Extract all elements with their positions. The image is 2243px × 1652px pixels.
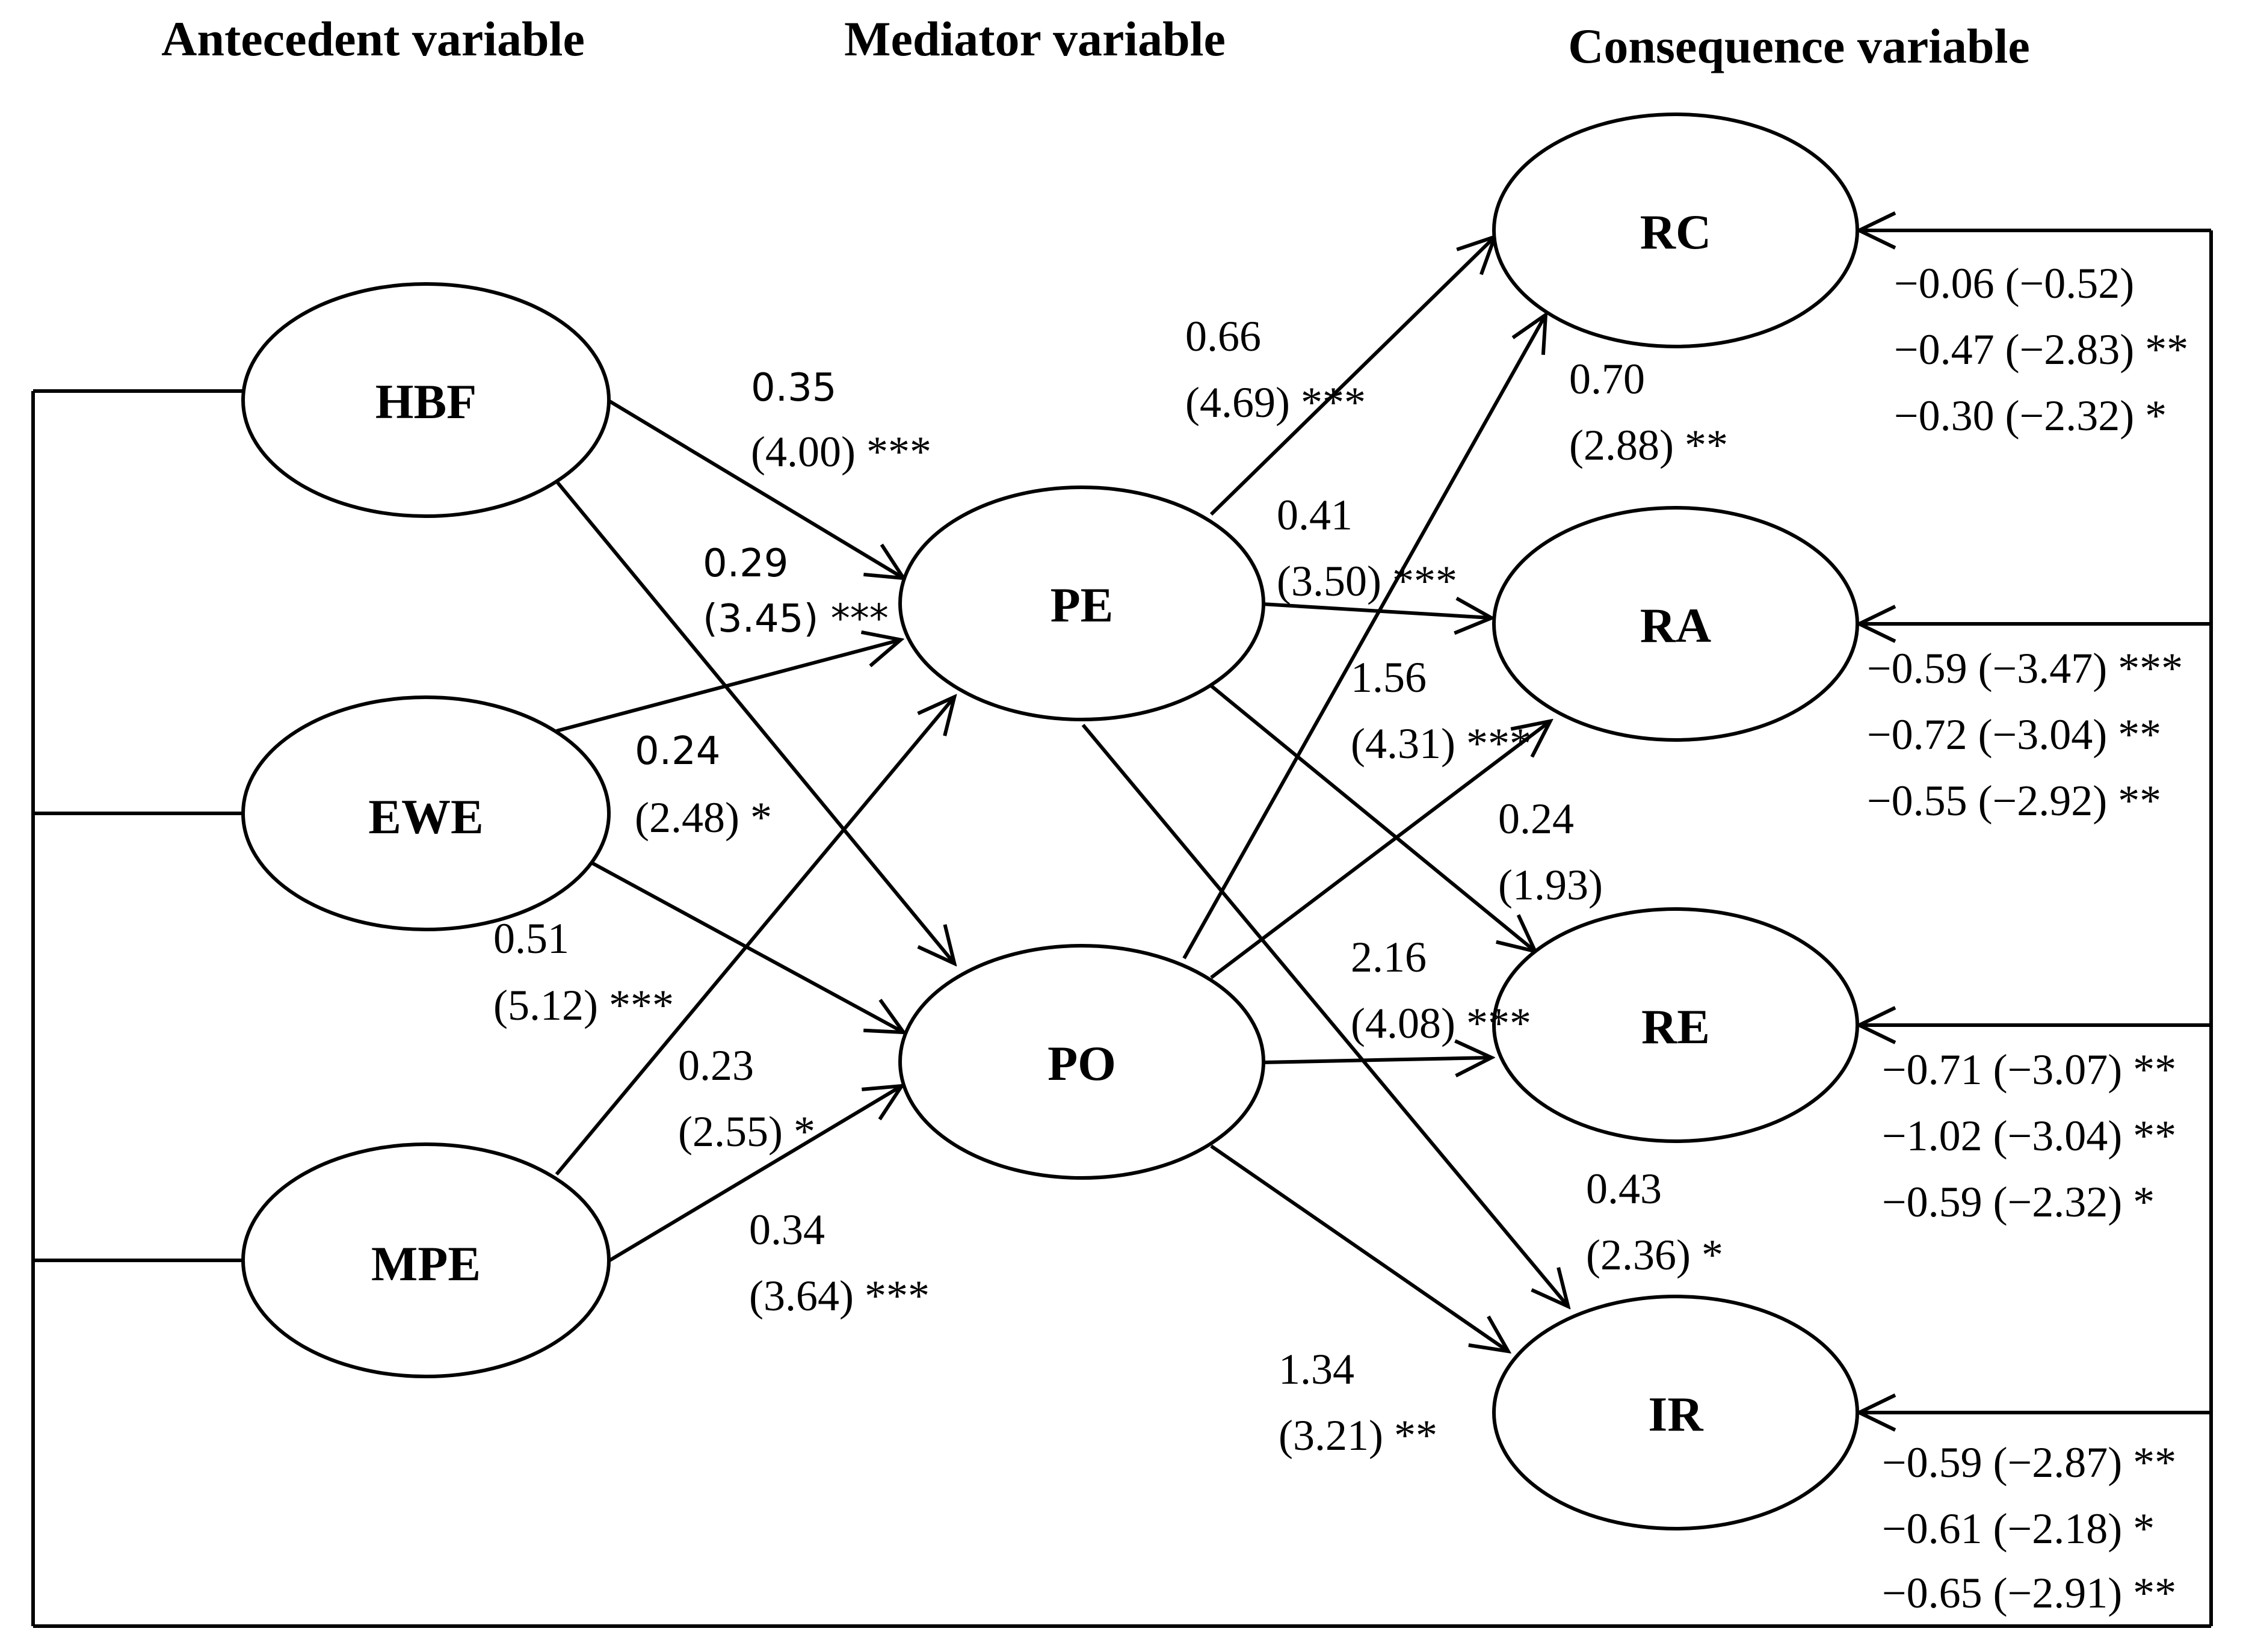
arrow-pe-rc bbox=[1209, 238, 1494, 516]
direct-effect-re-3: −0.59 (−2.32) * bbox=[1882, 1178, 2155, 1226]
node-hbf-label: HBF bbox=[375, 374, 477, 429]
t-pe-ir: (2.36) * bbox=[1586, 1231, 1723, 1279]
direct-effect-rc-2: −0.47 (−2.83) ** bbox=[1894, 325, 2188, 374]
t-mpe-po: (3.64) *** bbox=[749, 1272, 930, 1320]
direct-effect-rc-3: −0.30 (−2.32) * bbox=[1894, 392, 2167, 440]
arrow-po-ir bbox=[1210, 1144, 1507, 1351]
node-ra: RA bbox=[1492, 506, 1859, 742]
arrow-po-re bbox=[1262, 1058, 1490, 1062]
node-re: RE bbox=[1492, 907, 1859, 1143]
arrow-mpe-po bbox=[606, 1086, 901, 1263]
t-po-ir: (3.21) ** bbox=[1279, 1411, 1437, 1459]
node-rc: RC bbox=[1492, 112, 1859, 348]
node-ewe: EWE bbox=[241, 695, 611, 931]
arrow-po-ra bbox=[1210, 722, 1549, 979]
t-ewe-pe: (3.45) *** bbox=[703, 597, 889, 641]
t-pe-re: (1.93) bbox=[1498, 861, 1603, 909]
direct-effect-ir-2: −0.61 (−2.18) * bbox=[1882, 1505, 2155, 1553]
direct-effects-rc: −0.06 (−0.52) −0.47 (−2.83) ** −0.30 (−2… bbox=[1894, 259, 2188, 440]
direct-effect-re-2: −1.02 (−3.04) ** bbox=[1882, 1112, 2176, 1160]
coef-po-ir: 1.34 bbox=[1279, 1345, 1354, 1393]
node-pe: PE bbox=[898, 485, 1265, 721]
direct-effect-ra-2: −0.72 (−3.04) ** bbox=[1867, 710, 2161, 759]
arrow-hbf-po bbox=[555, 480, 954, 963]
direct-effects-ra: −0.59 (−3.47) *** −0.72 (−3.04) ** −0.55… bbox=[1867, 644, 2183, 825]
coef-ewe-po: 0.51 bbox=[493, 914, 569, 963]
node-po-label: PO bbox=[1047, 1036, 1116, 1091]
path-coefficients: 0.35 (4.00) *** 0.29 (3.45) *** 0.24 (2.… bbox=[493, 312, 1728, 1459]
node-po: PO bbox=[898, 944, 1265, 1180]
direct-effects-ir: −0.59 (−2.87) ** −0.61 (−2.18) * −0.65 (… bbox=[1882, 1438, 2176, 1617]
arrow-pe-ir bbox=[1081, 724, 1567, 1305]
path-arrows bbox=[555, 238, 1567, 1351]
arrow-hbf-pe bbox=[606, 398, 902, 578]
arrow-pe-re bbox=[1210, 684, 1534, 951]
header-antecedent: Antecedent variable bbox=[161, 11, 585, 66]
t-mpe-pe: (2.55) * bbox=[678, 1108, 815, 1156]
node-mpe-label: MPE bbox=[371, 1236, 481, 1291]
arrow-po-rc bbox=[1182, 316, 1545, 960]
direct-effect-ra-3: −0.55 (−2.92) ** bbox=[1867, 777, 2161, 825]
coef-po-rc: 0.70 bbox=[1569, 355, 1645, 403]
node-rc-label: RC bbox=[1640, 205, 1711, 259]
direct-effect-ir-1: −0.59 (−2.87) ** bbox=[1882, 1438, 2176, 1487]
direct-effect-ra-1: −0.59 (−3.47) *** bbox=[1867, 644, 2183, 692]
node-pe-label: PE bbox=[1051, 578, 1114, 632]
node-hbf: HBF bbox=[241, 282, 611, 518]
t-pe-rc: (4.69) *** bbox=[1185, 378, 1366, 427]
t-hbf-pe: (4.00) *** bbox=[751, 428, 931, 476]
node-ra-label: RA bbox=[1640, 598, 1711, 653]
node-ir: IR bbox=[1492, 1295, 1859, 1530]
direct-effects-re: −0.71 (−3.07) ** −1.02 (−3.04) ** −0.59 … bbox=[1882, 1046, 2176, 1226]
coef-pe-rc: 0.66 bbox=[1185, 312, 1261, 360]
direct-effect-rc-1: −0.06 (−0.52) bbox=[1894, 259, 2134, 307]
coef-mpe-po: 0.34 bbox=[749, 1206, 825, 1254]
coef-hbf-pe: 0.35 bbox=[751, 366, 837, 410]
arrow-pe-ra bbox=[1262, 604, 1490, 618]
node-ir-label: IR bbox=[1648, 1387, 1703, 1441]
coef-ewe-pe: 0.29 bbox=[703, 541, 789, 586]
coef-mpe-pe: 0.23 bbox=[678, 1041, 754, 1090]
direct-effect-ir-3: −0.65 (−2.91) ** bbox=[1882, 1569, 2176, 1617]
t-pe-ra: (3.50) *** bbox=[1277, 557, 1457, 605]
t-po-rc: (2.88) ** bbox=[1569, 421, 1728, 469]
coef-hbf-po: 0.24 bbox=[635, 729, 721, 774]
direct-effect-bracket bbox=[31, 230, 2213, 1628]
header-mediator: Mediator variable bbox=[844, 11, 1226, 66]
coef-pe-ra: 0.41 bbox=[1277, 491, 1353, 539]
arrow-ewe-pe bbox=[556, 640, 899, 733]
coef-po-re: 2.16 bbox=[1351, 933, 1427, 981]
arrow-mpe-pe bbox=[555, 698, 954, 1176]
node-ewe-label: EWE bbox=[368, 789, 483, 844]
direct-effect-re-1: −0.71 (−3.07) ** bbox=[1882, 1046, 2176, 1094]
t-po-re: (4.08) *** bbox=[1351, 999, 1531, 1047]
header-consequence: Consequence variable bbox=[1568, 19, 2030, 73]
t-po-ra: (4.31) *** bbox=[1351, 720, 1531, 768]
node-mpe: MPE bbox=[241, 1142, 611, 1378]
coef-pe-ir: 0.43 bbox=[1586, 1165, 1662, 1213]
node-re-label: RE bbox=[1641, 999, 1710, 1054]
coef-pe-re: 0.24 bbox=[1498, 795, 1574, 843]
t-hbf-po: (2.48) * bbox=[635, 794, 772, 842]
t-ewe-po: (5.12) *** bbox=[493, 981, 674, 1029]
coef-po-ra: 1.56 bbox=[1351, 653, 1427, 701]
